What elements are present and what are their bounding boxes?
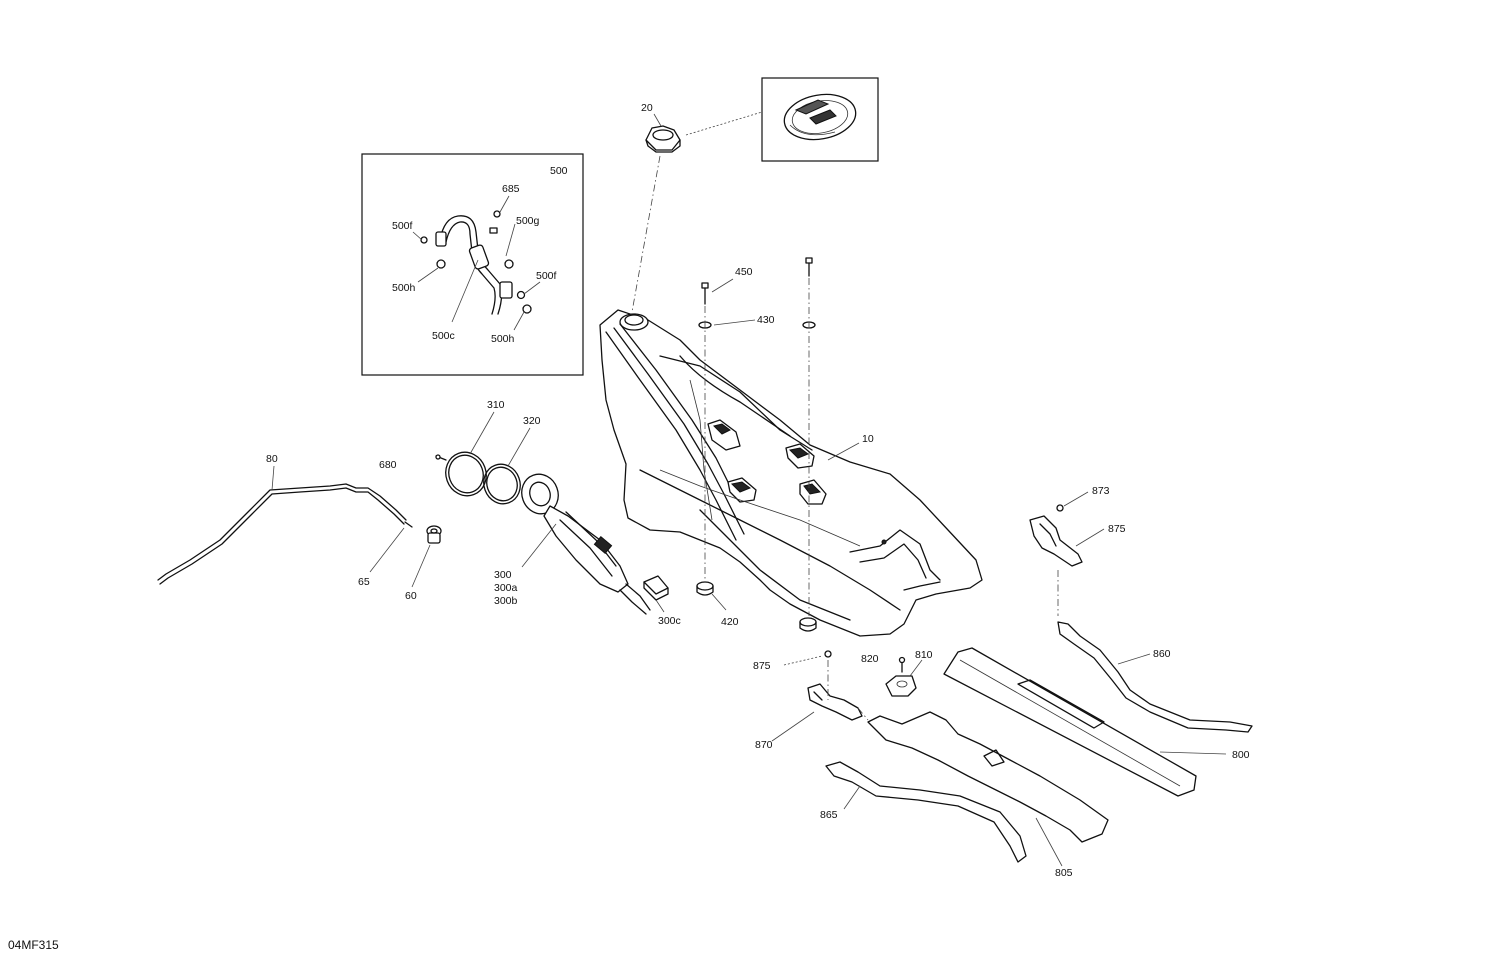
callout-500c: 500c: [432, 330, 455, 342]
callout-820: 820: [861, 653, 879, 665]
callout-420: 420: [721, 616, 739, 628]
ring-part-310: [445, 451, 487, 497]
callout-810: 810: [915, 649, 933, 661]
gasket-part-320: [483, 463, 521, 505]
callout-500g: 500g: [516, 215, 540, 227]
callout-430: 430: [757, 314, 775, 326]
callout-65: 65: [358, 576, 370, 588]
callout-310: 310: [487, 399, 505, 411]
callout-800: 800: [1232, 749, 1250, 761]
callout-865: 865: [820, 809, 838, 821]
callout-860: 860: [1153, 648, 1171, 660]
bracket-part-870: [807, 650, 863, 721]
clamp-part-810: [885, 656, 917, 697]
pump-bracket-part-300c: [643, 575, 669, 601]
callout-500f-a: 500f: [392, 220, 413, 232]
hose-kit-inset-500: [361, 153, 584, 376]
callout-875-b: 875: [753, 660, 771, 672]
callout-500h-a: 500h: [392, 282, 416, 294]
callout-80: 80: [266, 453, 278, 465]
callout-500: 500: [550, 165, 568, 177]
callout-300: 300: [494, 569, 512, 581]
callout-875-a: 875: [1108, 523, 1126, 535]
callout-300b: 300b: [494, 595, 518, 607]
bracket-part-875-upper: [1029, 504, 1083, 567]
rail-part-865: [825, 761, 1027, 863]
grommet-part-420: [696, 581, 817, 632]
callout-300a: 300a: [494, 582, 518, 594]
vent-hose-part-80: [157, 483, 407, 585]
callout-873: 873: [1092, 485, 1110, 497]
screw-part-680: [435, 454, 447, 461]
fuel-pump-part-300: [521, 473, 651, 615]
fitting-part-60: [426, 525, 442, 544]
callout-805: 805: [1055, 867, 1073, 879]
fuel-tank-part-10: [599, 309, 983, 637]
callout-680: 680: [379, 459, 397, 471]
callout-60: 60: [405, 590, 417, 602]
rail-part-860: [1057, 621, 1253, 733]
callout-300c: 300c: [658, 615, 681, 627]
callout-500h-b: 500h: [491, 333, 515, 345]
fuel-cap-part-20: [645, 125, 681, 153]
drawing-code: 04MF315: [8, 938, 59, 952]
plate-part-805: [867, 711, 1109, 843]
callout-870: 870: [755, 739, 773, 751]
callout-500f-b: 500f: [536, 270, 557, 282]
callout-685: 685: [502, 183, 520, 195]
clip-part-65: [404, 521, 413, 528]
callout-450: 450: [735, 266, 753, 278]
panel-part-800: [943, 647, 1197, 797]
callout-20: 20: [641, 102, 653, 114]
callout-labels: 20 500 685 500f 500g 500f 500h 500c 500h…: [266, 102, 1250, 879]
cap-detail-inset: [761, 77, 879, 162]
callout-10: 10: [862, 433, 874, 445]
callout-320: 320: [523, 415, 541, 427]
bolt-part-450: [701, 257, 813, 305]
